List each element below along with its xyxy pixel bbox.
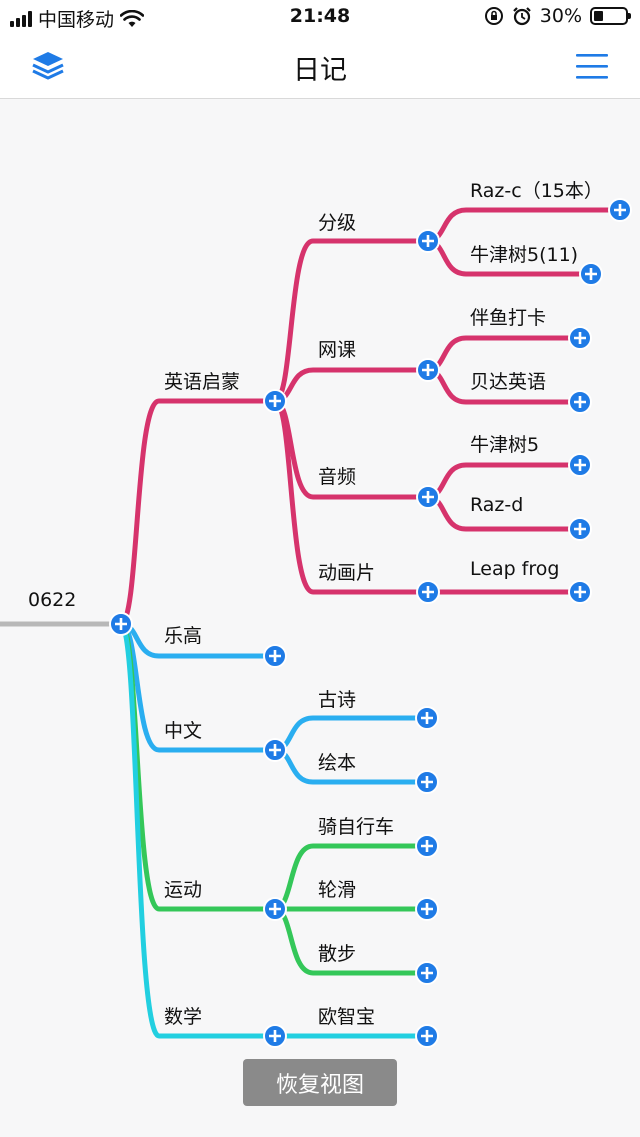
signal-icon (10, 10, 32, 27)
rotation-lock-icon (484, 7, 503, 25)
node-audio[interactable]: 音频 (318, 466, 357, 488)
expand-button-raz-c[interactable] (608, 198, 632, 222)
node-online-class[interactable]: 网课 (318, 339, 357, 361)
expand-button-beida[interactable] (568, 390, 592, 414)
node-cycling[interactable]: 骑自行车 (318, 816, 395, 838)
node-poems[interactable]: 古诗 (318, 689, 357, 711)
expand-button-sports[interactable] (263, 897, 287, 921)
node-raz-c[interactable]: Raz-c（15本） (470, 180, 603, 202)
carrier-label: 中国移动 (38, 9, 115, 31)
node-ouzhibao[interactable]: 欧智宝 (318, 1006, 376, 1028)
node-english[interactable]: 英语启蒙 (164, 371, 241, 393)
battery-percent: 30% (539, 5, 582, 27)
node-raz-d[interactable]: Raz-d (470, 494, 524, 516)
expand-button-oxford-11[interactable] (579, 262, 603, 286)
node-picture-books[interactable]: 绘本 (318, 752, 357, 774)
battery-icon (590, 7, 631, 25)
page-title: 日记 (293, 55, 347, 86)
connector-english (118, 398, 278, 627)
nav-bar: 日记 (0, 34, 640, 99)
node-beida[interactable]: 贝达英语 (470, 371, 547, 393)
restore-view-button[interactable]: 恢复视图 (243, 1059, 397, 1106)
node-oxford-tree-11[interactable]: 牛津树5(11) (470, 244, 579, 266)
menu-icon[interactable] (574, 48, 610, 84)
expand-button-walking[interactable] (415, 961, 439, 985)
expand-button-banyu[interactable] (568, 326, 592, 350)
expand-button-raz-d[interactable] (568, 517, 592, 541)
node-roller-skating[interactable]: 轮滑 (318, 879, 357, 901)
connector-online-class (272, 367, 431, 404)
clock: 21:48 (289, 5, 351, 27)
expand-button-roller-skating[interactable] (415, 897, 439, 921)
connector-raz-c (425, 207, 623, 244)
node-leap-frog[interactable]: Leap frog (470, 558, 560, 580)
node-lego[interactable]: 乐高 (164, 625, 203, 647)
connector-banyu (425, 335, 583, 373)
expand-button-grading[interactable] (416, 229, 440, 253)
expand-button-online-class[interactable] (416, 358, 440, 382)
layers-icon[interactable] (30, 48, 66, 84)
expand-button-chinese[interactable] (263, 738, 287, 762)
expand-button-english[interactable] (263, 389, 287, 413)
alarm-icon (512, 7, 531, 26)
node-banyu[interactable]: 伴鱼打卡 (470, 307, 547, 329)
node-chinese[interactable]: 中文 (164, 720, 203, 742)
node-math[interactable]: 数学 (164, 1006, 203, 1028)
root-node[interactable]: 0622 (28, 589, 77, 611)
node-walking[interactable]: 散步 (318, 943, 357, 965)
connector-sports (118, 621, 278, 912)
status-right: 30% (484, 5, 631, 27)
expand-button-cartoon[interactable] (416, 580, 440, 604)
expand-button-lego[interactable] (263, 644, 287, 668)
connector-oxford-5 (425, 462, 583, 500)
node-oxford-tree-5[interactable]: 牛津树5 (470, 434, 540, 456)
expand-button-leap-frog[interactable] (568, 580, 592, 604)
node-sports[interactable]: 运动 (164, 879, 203, 901)
expand-button-audio[interactable] (416, 485, 440, 509)
expand-button-ouzhibao[interactable] (415, 1024, 439, 1048)
expand-button-oxford-5[interactable] (568, 453, 592, 477)
status-bar: 中国移动 21:48 30% (0, 0, 640, 34)
wifi-icon (120, 9, 145, 27)
expand-button-poems[interactable] (415, 706, 439, 730)
expand-button-root[interactable] (109, 612, 133, 636)
node-grading[interactable]: 分级 (318, 212, 357, 234)
node-cartoon[interactable]: 动画片 (318, 562, 376, 584)
expand-button-picture-books[interactable] (415, 770, 439, 794)
mindmap-canvas[interactable]: 0622 英语启蒙 分级 Raz-c（15本） 牛津树5(11) 网课 伴鱼打卡… (0, 99, 640, 1137)
connector-poems (272, 715, 430, 753)
status-left: 中国移动 (10, 5, 145, 32)
expand-button-cycling[interactable] (415, 834, 439, 858)
expand-button-math[interactable] (263, 1024, 287, 1048)
connector-math (118, 621, 278, 1039)
